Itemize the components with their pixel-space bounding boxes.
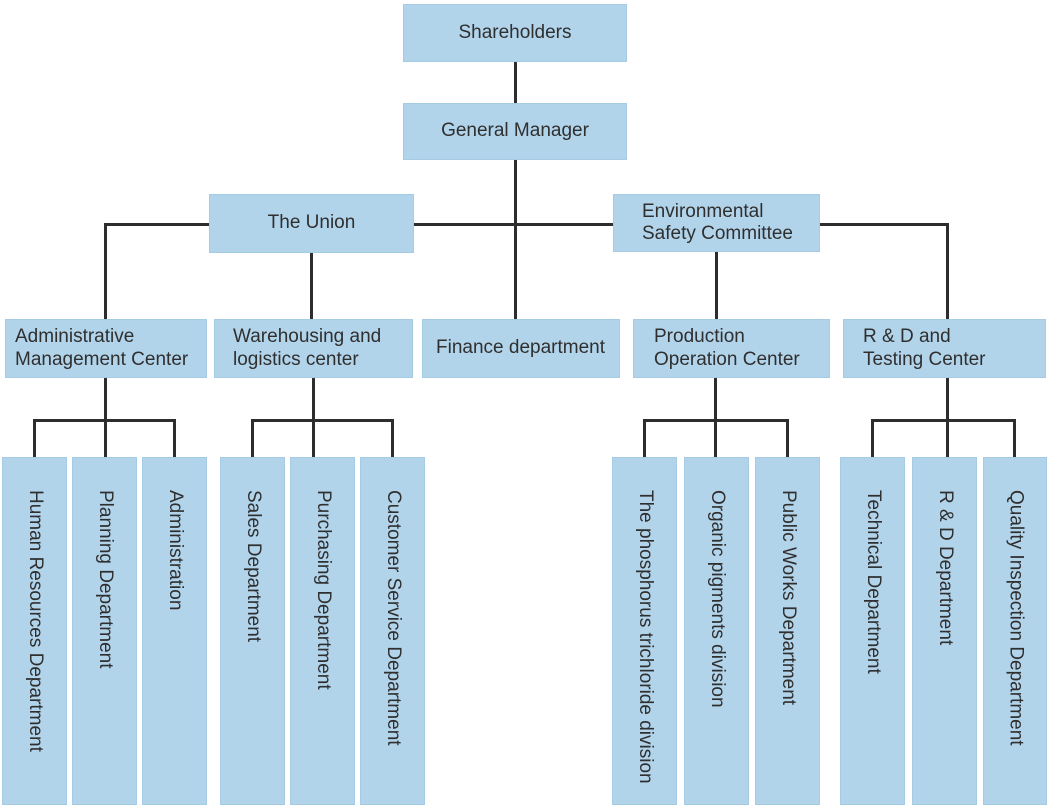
connector-line — [104, 378, 107, 457]
connector-line — [33, 419, 36, 457]
node-sales-department: Sales Department — [220, 457, 285, 805]
connector-line — [643, 419, 646, 457]
connector-line — [312, 378, 315, 457]
node-label: Technical Department — [862, 490, 884, 674]
node-phosphorus-trichloride-division: The phosphorus trichloride division — [612, 457, 677, 805]
node-human-resources-department: Human Resources Department — [2, 457, 67, 805]
node-organic-pigments-division: Organic pigments division — [684, 457, 749, 805]
node-label: Administrative Management Center — [15, 326, 189, 370]
node-label: Planning Department — [94, 490, 116, 669]
connector-line — [946, 378, 949, 457]
node-label: The Union — [267, 212, 356, 234]
node-production-operation-center: Production Operation Center — [633, 319, 830, 378]
connector-line — [104, 223, 949, 226]
node-rd-testing-center: R & D and Testing Center — [843, 319, 1046, 378]
node-label: Sales Department — [242, 490, 264, 643]
node-administrative-management-center: Administrative Management Center — [5, 319, 207, 378]
node-label: Environmental Safety Committee — [642, 200, 793, 244]
connector-line — [391, 419, 394, 457]
node-environmental-safety-committee: Environmental Safety Committee — [613, 194, 820, 252]
node-customer-service-department: Customer Service Department — [360, 457, 425, 805]
connector-line — [946, 223, 949, 319]
node-label: Purchasing Department — [312, 490, 334, 690]
node-label: Finance department — [436, 337, 605, 359]
connector-line — [514, 160, 517, 319]
node-rd-department: R & D Department — [912, 457, 977, 805]
node-shareholders: Shareholders — [403, 4, 627, 62]
node-label: Administration — [164, 490, 186, 611]
node-label: Shareholders — [458, 21, 572, 43]
connector-line — [104, 223, 107, 319]
node-general-manager: General Manager — [403, 103, 627, 160]
node-label: Public Works Department — [777, 490, 799, 706]
connector-line — [643, 419, 789, 422]
node-the-union: The Union — [209, 194, 414, 253]
node-label: Customer Service Department — [382, 490, 404, 746]
node-label: Quality Inspection Department — [1005, 490, 1027, 746]
connector-line — [251, 419, 394, 422]
node-label: Human Resources Department — [24, 490, 46, 752]
node-label: R & D and Testing Center — [863, 326, 986, 370]
node-purchasing-department: Purchasing Department — [290, 457, 355, 805]
node-warehousing-logistics-center: Warehousing and logistics center — [214, 319, 413, 378]
node-finance-department: Finance department — [422, 319, 620, 378]
node-technical-department: Technical Department — [840, 457, 905, 805]
node-label: The phosphorus trichloride division — [634, 490, 656, 784]
node-administration: Administration — [142, 457, 207, 805]
node-label: Warehousing and logistics center — [233, 326, 382, 370]
connector-line — [33, 419, 176, 422]
node-label: General Manager — [441, 120, 589, 142]
connector-line — [1013, 419, 1016, 457]
connector-line — [251, 419, 254, 457]
connector-line — [514, 62, 517, 103]
connector-line — [173, 419, 176, 457]
node-label: Organic pigments division — [706, 490, 728, 708]
connector-line — [871, 419, 1016, 422]
node-label: Production Operation Center — [654, 326, 800, 370]
node-planning-department: Planning Department — [72, 457, 137, 805]
connector-line — [714, 378, 717, 457]
connector-line — [871, 419, 874, 457]
node-public-works-department: Public Works Department — [755, 457, 820, 805]
connector-line — [786, 419, 789, 457]
node-quality-inspection-department: Quality Inspection Department — [983, 457, 1047, 805]
connector-line — [715, 252, 718, 319]
connector-line — [310, 253, 313, 319]
node-label: R & D Department — [934, 490, 956, 646]
